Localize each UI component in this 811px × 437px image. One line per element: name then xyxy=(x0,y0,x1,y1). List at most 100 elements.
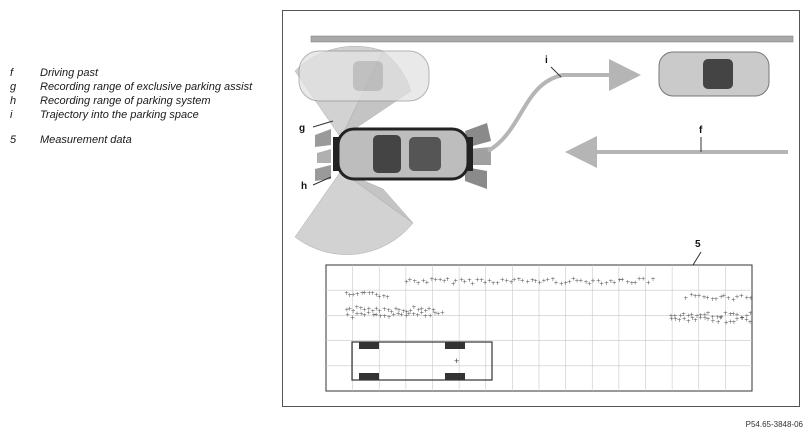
data-marker: + xyxy=(550,276,555,283)
legend-item-h: h Recording range of parking system xyxy=(10,95,260,107)
data-marker: + xyxy=(612,279,617,286)
data-marker: + xyxy=(669,315,674,322)
data-marker: + xyxy=(731,319,736,326)
data-marker: + xyxy=(389,308,394,315)
data-marker: + xyxy=(719,294,724,301)
data-marker: + xyxy=(702,315,707,322)
data-marker: + xyxy=(617,277,622,284)
reference-code: P54.65-3848-06 xyxy=(745,420,803,429)
data-marker: + xyxy=(382,313,387,320)
data-marker: + xyxy=(633,280,638,287)
sensor-field-bottom xyxy=(294,170,414,255)
data-marker: + xyxy=(706,310,711,317)
data-marker: + xyxy=(740,315,745,322)
data-marker: + xyxy=(710,296,715,303)
parking-marker xyxy=(359,373,379,380)
diagram-canvas: ++++++++++++++++++++++++++++++++++++++++… xyxy=(294,35,794,392)
data-marker: + xyxy=(608,278,613,285)
legend-item-g: g Recording range of exclusive parking a… xyxy=(10,81,260,93)
data-marker: + xyxy=(366,305,371,312)
vehicle-target xyxy=(658,51,770,97)
data-marker: + xyxy=(408,308,413,315)
data-marker: + xyxy=(438,276,443,283)
data-marker: + xyxy=(354,304,359,311)
parking-marker xyxy=(359,342,379,349)
data-marker: + xyxy=(554,279,559,286)
data-marker: + xyxy=(479,277,484,284)
data-marker: + xyxy=(651,276,656,283)
data-marker: + xyxy=(669,312,674,319)
data-marker: + xyxy=(401,308,406,315)
measurement-grid: ++++++++++++++++++++++++++++++++++++++++… xyxy=(325,264,753,392)
data-marker: + xyxy=(686,312,691,319)
data-marker: + xyxy=(698,312,703,319)
data-marker: + xyxy=(705,295,710,302)
data-marker: + xyxy=(344,290,349,297)
data-marker: + xyxy=(385,294,390,301)
data-marker: + xyxy=(359,310,364,317)
data-marker: + xyxy=(500,277,505,284)
data-marker: + xyxy=(715,314,720,321)
data-marker: + xyxy=(351,308,356,315)
data-marker: + xyxy=(351,291,356,298)
data-marker: + xyxy=(462,278,467,285)
data-marker: + xyxy=(374,311,379,318)
data-marker: + xyxy=(578,277,583,284)
data-marker: + xyxy=(731,311,736,318)
data-marker: + xyxy=(584,279,589,286)
data-marker: + xyxy=(739,292,744,299)
data-marker: + xyxy=(701,294,706,301)
data-marker: + xyxy=(386,314,391,321)
parked-car-ghost xyxy=(298,50,430,102)
data-marker: + xyxy=(344,307,349,314)
data-marker: + xyxy=(719,314,724,321)
data-marker: + xyxy=(427,306,432,313)
data-marker: + xyxy=(731,296,736,303)
data-marker: + xyxy=(416,280,421,287)
data-marker: + xyxy=(747,319,752,326)
data-marker: + xyxy=(683,295,688,302)
data-marker: + xyxy=(672,313,677,320)
data-marker: + xyxy=(587,280,592,287)
data-marker: + xyxy=(596,278,601,285)
data-marker: + xyxy=(382,306,387,313)
data-marker: + xyxy=(696,293,701,300)
data-marker: + xyxy=(678,313,683,320)
data-marker: + xyxy=(367,290,372,297)
trajectory-line xyxy=(486,59,641,153)
legend-item-5: 5 Measurement data xyxy=(10,134,260,146)
data-marker: + xyxy=(423,313,428,320)
data-marker: + xyxy=(491,280,496,287)
data-marker: + xyxy=(744,313,749,320)
data-marker: + xyxy=(710,318,715,325)
data-marker: + xyxy=(419,310,424,317)
data-marker: + xyxy=(391,311,396,318)
data-marker: + xyxy=(394,306,399,313)
data-marker: + xyxy=(604,280,609,287)
data-marker: + xyxy=(421,278,426,285)
data-marker: + xyxy=(366,310,371,317)
data-marker: + xyxy=(530,277,535,284)
data-marker: + xyxy=(537,280,542,287)
data-marker: + xyxy=(370,308,375,315)
data-marker: + xyxy=(695,313,700,320)
data-marker: + xyxy=(482,279,487,286)
data-marker: + xyxy=(396,310,401,317)
data-marker: + xyxy=(440,310,445,317)
data-marker: + xyxy=(574,277,579,284)
data-marker: + xyxy=(404,312,409,319)
data-marker: + xyxy=(396,307,401,314)
data-marker: + xyxy=(710,314,715,321)
data-marker: + xyxy=(545,277,550,284)
data-marker: + xyxy=(442,278,447,285)
data-marker: + xyxy=(620,276,625,283)
data-marker: + xyxy=(706,316,711,323)
callout-h: h xyxy=(301,181,308,192)
callout-f: f xyxy=(699,125,703,136)
parking-diagram: ++++++++++++++++++++++++++++++++++++++++… xyxy=(282,10,800,407)
data-marker: + xyxy=(371,312,376,319)
data-marker: + xyxy=(419,305,424,312)
data-marker: + xyxy=(520,278,525,285)
data-marker: + xyxy=(723,310,728,317)
data-marker: + xyxy=(470,280,475,287)
